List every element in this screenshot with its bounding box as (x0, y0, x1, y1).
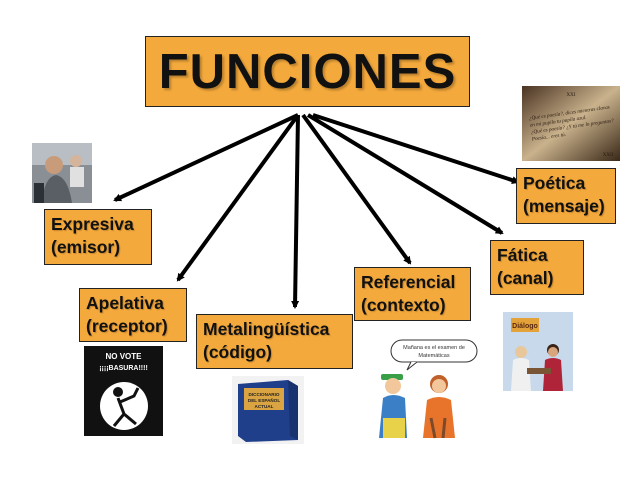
function-name: Poética (523, 173, 586, 193)
svg-text:XXII: XXII (603, 153, 614, 158)
photo-emisor (32, 143, 92, 203)
function-name: Apelativa (86, 293, 164, 313)
function-name: Fática (497, 245, 548, 265)
function-sub: (receptor) (86, 316, 168, 336)
arrow-metalinguistica (291, 114, 300, 309)
no-vote-sign-graphic: NO VOTE ¡¡¡¡BASURA!!!! (99, 352, 148, 430)
arrow-apelativa (176, 113, 300, 282)
image-no-vote-sign: NO VOTE ¡¡¡¡BASURA!!!! (84, 346, 163, 436)
function-box-fatica: Fática (canal) (490, 240, 584, 295)
image-dictionary: DICCIONARIO DEL ESPAÑOL ACTUAL (232, 376, 304, 444)
function-box-referencial: Referencial (contexto) (354, 267, 471, 321)
svg-text:Mañana es el examen de: Mañana es el examen de (403, 345, 465, 351)
dictionary-graphic: DICCIONARIO DEL ESPAÑOL ACTUAL (232, 376, 304, 444)
function-sub: (canal) (497, 268, 554, 288)
svg-text:Poesía... eres tú.: Poesía... eres tú. (531, 132, 567, 143)
function-box-poetica: Poética (mensaje) (516, 168, 616, 224)
svg-text:Matemáticas: Matemáticas (418, 353, 449, 359)
svg-text:ACTUAL: ACTUAL (255, 404, 274, 409)
function-sub: (emisor) (51, 237, 121, 257)
function-name: Expresiva (51, 214, 134, 234)
svg-text:XXI: XXI (567, 93, 576, 98)
svg-text:DICCIONARIO: DICCIONARIO (249, 392, 280, 397)
svg-text:¡¡¡¡BASURA!!!!: ¡¡¡¡BASURA!!!! (99, 365, 148, 372)
cafe-graphic: Diálogo (503, 312, 573, 391)
image-cafe: Diálogo (503, 312, 573, 391)
function-name: Referencial (361, 272, 456, 292)
function-box-apelativa: Apelativa (receptor) (79, 288, 187, 342)
image-conversation: Mañana es el examen de Matemáticas (375, 338, 480, 440)
svg-text:Diálogo: Diálogo (512, 323, 538, 330)
function-box-expresiva: Expresiva (emisor) (44, 209, 152, 265)
function-sub: (contexto) (361, 295, 446, 315)
arrow-referencial (301, 113, 412, 265)
function-sub: (código) (203, 342, 273, 362)
function-sub: (mensaje) (523, 196, 605, 216)
function-name: Metalingüística (203, 319, 330, 339)
arrow-fatica (306, 113, 504, 235)
arrow-poetica (312, 113, 520, 184)
function-box-metalinguistica: Metalingüística (código) (196, 314, 353, 369)
svg-text:DEL ESPAÑOL: DEL ESPAÑOL (248, 397, 280, 403)
poem-graphic: XXI ¿Qué es poesía?, dices mientras clav… (522, 86, 620, 161)
page-title: FUNCIONES (145, 36, 470, 107)
image-poem: XXI ¿Qué es poesía?, dices mientras clav… (522, 86, 620, 161)
svg-text:NO VOTE: NO VOTE (105, 352, 142, 361)
conversation-graphic: Mañana es el examen de Matemáticas (379, 339, 478, 439)
arrow-expresiva (113, 113, 299, 202)
